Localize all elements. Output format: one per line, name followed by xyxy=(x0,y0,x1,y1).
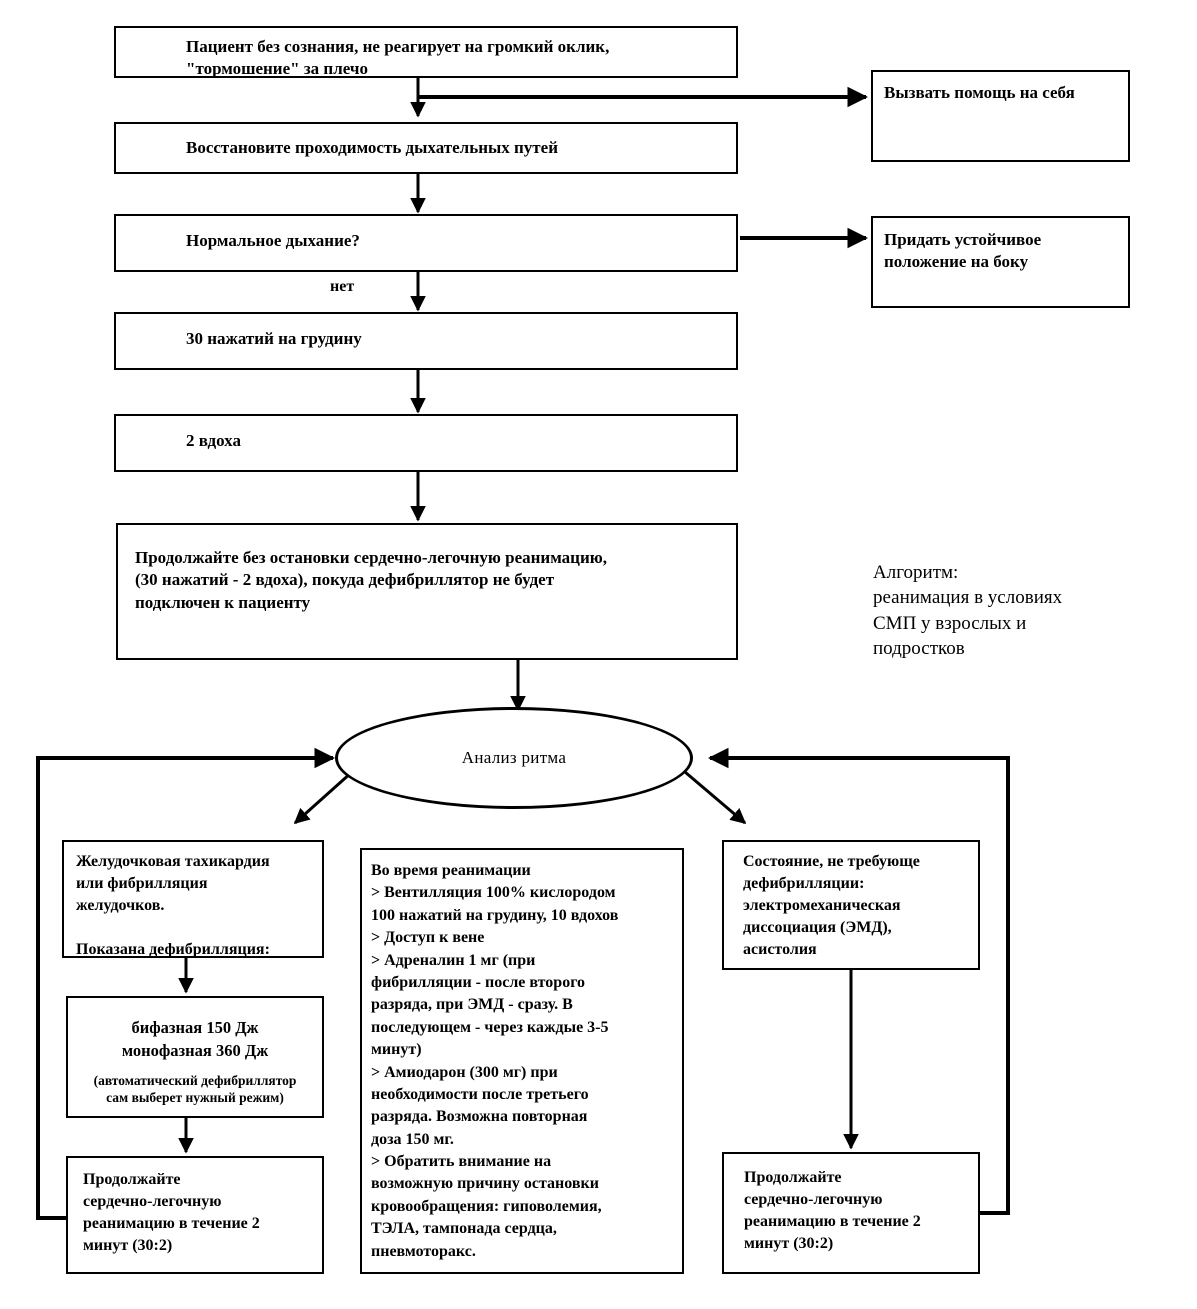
page-title-caption: Алгоритм: реанимация в условиях СМП у вз… xyxy=(873,562,1063,659)
node-unconscious-label: Пациент без сознания, не реагирует на гр… xyxy=(186,37,610,79)
node-normal-breathing[interactable]: Нормальное дыхание? xyxy=(114,214,738,272)
edge-feedback-left-loop xyxy=(36,747,336,1220)
node-shockable[interactable]: Желудочковая тахикардия или фибрилляция … xyxy=(62,840,324,958)
node-non-shockable[interactable]: Состояние, не требующе дефибрилляции: эл… xyxy=(722,840,980,970)
node-breaths-label: 2 вдоха xyxy=(186,431,241,450)
edge-feedback-right-loop xyxy=(707,747,1010,1215)
node-shockable-label: Желудочковая тахикардия или фибрилляция … xyxy=(76,853,270,959)
edge-rhythm-to-non-shockable xyxy=(684,770,747,825)
node-cpr-2min-right[interactable]: Продолжайте сердечно-легочную реанимацию… xyxy=(722,1152,980,1274)
node-defib-energy[interactable]: бифазная 150 Дж монофазная 360 Дж (автом… xyxy=(66,996,324,1118)
node-compressions-label: 30 нажатий на грудину xyxy=(186,329,362,348)
node-compressions[interactable]: 30 нажатий на грудину xyxy=(114,312,738,370)
node-defib-energy-label: бифазная 150 Дж монофазная 360 Дж xyxy=(121,1018,269,1061)
node-continuous-cpr-label: Продолжайте без остановки сердечно-легоч… xyxy=(135,548,608,612)
node-rhythm-analysis[interactable]: Анализ ритма xyxy=(335,707,693,809)
node-continuous-cpr[interactable]: Продолжайте без остановки сердечно-легоч… xyxy=(116,523,738,660)
node-rhythm-analysis-label: Анализ ритма xyxy=(461,748,567,767)
node-call-help[interactable]: Вызвать помощь на себя xyxy=(871,70,1130,162)
node-recovery-position-label: Придать устойчивое положение на боку xyxy=(884,230,1042,272)
node-airway[interactable]: Восстановите проходимость дыхательных пу… xyxy=(114,122,738,174)
node-recovery-position[interactable]: Придать устойчивое положение на боку xyxy=(871,216,1130,308)
node-airway-label: Восстановите проходимость дыхательных пу… xyxy=(186,138,558,157)
node-normal-breathing-label: Нормальное дыхание? xyxy=(186,231,360,250)
node-during-resuscitation[interactable]: Во время реанимации > Вентилляция 100% к… xyxy=(360,848,684,1274)
node-cpr-2min-right-label: Продолжайте сердечно-легочную реанимацию… xyxy=(744,1169,921,1253)
edge-label-no: нет xyxy=(330,278,355,295)
node-defib-energy-note: (автоматический дефибриллятор сам выбере… xyxy=(93,1072,297,1106)
node-breaths[interactable]: 2 вдоха xyxy=(114,414,738,472)
edge-rhythm-to-shockable xyxy=(293,770,354,825)
node-cpr-2min-left-label: Продолжайте сердечно-легочную реанимацию… xyxy=(83,1171,260,1255)
node-unconscious[interactable]: Пациент без сознания, не реагирует на гр… xyxy=(114,26,738,78)
node-cpr-2min-left[interactable]: Продолжайте сердечно-легочную реанимацию… xyxy=(66,1156,324,1274)
node-call-help-label: Вызвать помощь на себя xyxy=(884,83,1075,102)
node-non-shockable-label: Состояние, не требующе дефибрилляции: эл… xyxy=(743,853,920,959)
node-during-resuscitation-label: Во время реанимации > Вентилляция 100% к… xyxy=(371,862,619,1260)
